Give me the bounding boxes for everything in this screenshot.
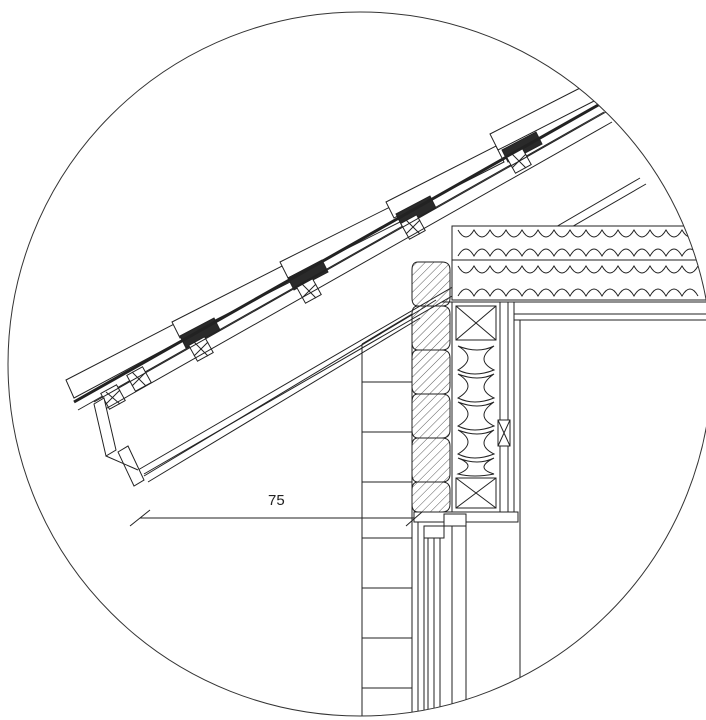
dimension-line — [130, 510, 422, 526]
tile-seal — [288, 260, 328, 290]
detail-circle — [8, 12, 706, 716]
exterior-wall — [362, 314, 412, 720]
roof-battens — [101, 149, 531, 409]
log-wall — [412, 262, 450, 512]
batten — [401, 215, 425, 239]
inner-wall — [452, 302, 706, 720]
log — [412, 394, 450, 438]
ceiling-insulation — [442, 226, 706, 302]
roof-tile — [490, 86, 600, 150]
log — [412, 350, 450, 394]
dimension-label: 75 — [268, 492, 285, 509]
fascia-board-lower — [118, 446, 144, 486]
roof-tile — [386, 146, 504, 218]
roof-tiles — [66, 86, 604, 410]
log — [412, 438, 450, 482]
log — [412, 482, 450, 512]
fascia-board — [94, 398, 116, 456]
batten — [189, 337, 213, 361]
log — [412, 306, 450, 350]
wall-insulation — [458, 346, 494, 476]
roof-tile — [172, 264, 294, 338]
log — [412, 262, 450, 306]
window-frame — [414, 512, 518, 720]
roof-tile — [280, 206, 400, 278]
